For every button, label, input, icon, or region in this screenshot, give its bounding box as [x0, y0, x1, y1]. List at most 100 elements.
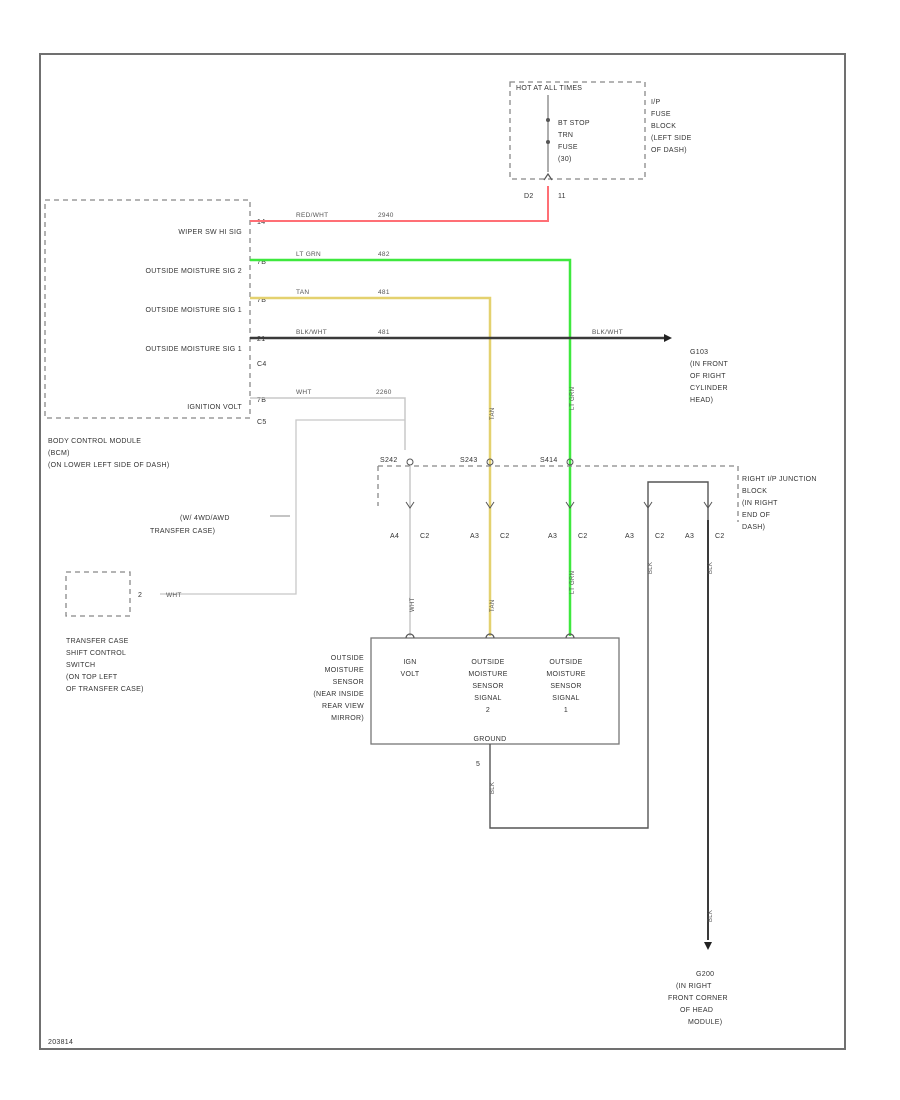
jb-pin-5: A3	[685, 533, 694, 540]
fuse-block: HOT AT ALL TIMES BT STOP TRN FUSE (30) I…	[509, 81, 692, 200]
yellow-wire	[250, 296, 492, 636]
ground-g200: G200 (IN RIGHT FRONT CORNER OF HEAD MODU…	[668, 942, 728, 1026]
sensor-terminal-1	[405, 633, 415, 639]
bcm-signal-moisture-2: OUTSIDE MOISTURE SIG 2	[146, 268, 242, 275]
splice-dot-2	[486, 458, 494, 466]
white-wire-branch	[160, 419, 405, 595]
sensor-cell-2-line-5: 2	[486, 707, 490, 714]
yellow-wire-vertical-label-low: TAN	[490, 600, 496, 612]
fuse-pin-left: D2	[524, 193, 534, 200]
yellow-wire-vertical-label: TAN	[490, 408, 496, 420]
sensor-terminal-2	[485, 633, 495, 639]
jb-terminals	[405, 501, 713, 509]
white-wire-circuit: 2260	[376, 389, 392, 396]
diagram-frame	[39, 53, 846, 1050]
sensor-cell-3-line-1: OUTSIDE	[549, 659, 582, 666]
jb-location-4: END OF	[742, 512, 770, 519]
bcm-location-2: (BCM)	[48, 450, 70, 457]
green-wire-color: LT GRN	[296, 251, 321, 258]
fuse-symbol-top	[546, 118, 550, 122]
sensor-ground-label: GROUND	[474, 736, 507, 743]
transfer-note-1: (W/ 4WD/AWD	[180, 515, 230, 522]
transfer-location-5: OF TRANSFER CASE)	[66, 686, 144, 693]
bcm-signal-moisture-1: OUTSIDE MOISTURE SIG 1	[146, 307, 242, 314]
junction-block: S242 S243 S414 RIGHT I/P JUNCTION BLOCK …	[377, 457, 816, 540]
transfer-location-2: SHIFT CONTROL	[66, 650, 126, 657]
sensor-cell-1-line-2: VOLT	[401, 671, 420, 678]
sensor-ground-wire	[489, 481, 709, 940]
bcm-pin-5: 7B	[257, 397, 266, 404]
red-wire	[250, 186, 549, 222]
transfer-case-switch: (W/ 4WD/AWD TRANSFER CASE) 2 WHT TRANSFE…	[65, 515, 290, 693]
sensor-terminal-3	[565, 633, 575, 639]
black-wire-color: BLK/WHT	[296, 329, 327, 336]
jb-pin-1: A4	[390, 533, 399, 540]
transfer-location-3: SWITCH	[66, 662, 95, 669]
green-wire-vertical-label-low: LT GRN	[570, 571, 576, 594]
fuse-symbol-bottom	[546, 140, 550, 144]
red-wire-circuit: 2940	[378, 212, 394, 219]
sensor-location-2: MOISTURE	[325, 667, 364, 674]
splice-dot-3	[566, 458, 574, 466]
ground-g103: G103 (IN FRONT OF RIGHT CYLINDER HEAD)	[664, 334, 728, 404]
fuse-block-location-2: FUSE	[651, 111, 671, 118]
bcm-signal-ignition: IGNITION VOLT	[187, 404, 242, 411]
jb-location-5: DASH)	[742, 524, 765, 531]
g200-location-4: MODULE)	[688, 1019, 722, 1026]
right-wire-bottom-label: BLK	[708, 910, 714, 922]
sensor-cell-1-line-1: IGN	[403, 659, 416, 666]
fuse-block-location-5: OF DASH)	[651, 147, 687, 154]
transfer-pin: 2	[138, 592, 142, 599]
g200-location-3: OF HEAD	[680, 1007, 713, 1014]
fuse-block-location-4: (LEFT SIDE	[651, 135, 692, 142]
sensor-cell-3-line-3: SENSOR	[550, 683, 581, 690]
transfer-wire: WHT	[166, 592, 182, 599]
black-wire-circuit: 481	[378, 329, 390, 336]
sensor-ground-wire-label: BLK	[490, 782, 496, 794]
jb-location-3: (IN RIGHT	[742, 500, 778, 507]
ground-g103-arrow	[664, 334, 672, 342]
sensor-location-4: (NEAR INSIDE	[313, 691, 364, 698]
jb-location-2: BLOCK	[742, 488, 767, 495]
green-wire	[250, 258, 572, 636]
sensor-location-5: REAR VIEW	[322, 703, 364, 710]
jb-conn-4: C2	[655, 533, 665, 540]
bcm-pin-1: 14	[257, 219, 265, 226]
g200-location-1: (IN RIGHT	[676, 983, 712, 990]
outside-moisture-sensor: IGN VOLT OUTSIDE MOISTURE SENSOR SIGNAL …	[313, 633, 620, 745]
fuse-pin-right: 11	[558, 193, 566, 200]
sensor-location-3: SENSOR	[333, 679, 364, 686]
bcm-location-3: (ON LOWER LEFT SIDE OF DASH)	[48, 462, 169, 469]
bcm-pin-4: 21	[257, 336, 265, 343]
g103-location-4: HEAD)	[690, 397, 713, 404]
fuse-label-line-4: (30)	[558, 156, 572, 163]
body-control-module: WIPER SW HI SIG OUTSIDE MOISTURE SIG 2 O…	[44, 199, 266, 469]
jb-terminal-3	[565, 501, 575, 509]
sensor-location-1: OUTSIDE	[331, 655, 364, 662]
sensor-cell-2-line-2: MOISTURE	[468, 671, 507, 678]
sensor-location-6: MIRROR)	[331, 715, 364, 722]
white-wire-color: WHT	[296, 389, 312, 396]
sensor-cell-2-line-1: OUTSIDE	[471, 659, 504, 666]
sensor-box	[370, 637, 620, 745]
black-wire-color-right: BLK/WHT	[592, 329, 623, 336]
yellow-wire-circuit: 481	[378, 289, 390, 296]
splice-s414: S414	[540, 457, 558, 464]
jb-terminal-2	[485, 501, 495, 509]
jb-pin-3: A3	[548, 533, 557, 540]
g103-id: G103	[690, 349, 708, 356]
transfer-location-4: (ON TOP LEFT	[66, 674, 118, 681]
sensor-cell-3-line-5: 1	[564, 707, 568, 714]
bcm-pin-2: 7B	[257, 259, 266, 266]
bcm-pin-3: 7B	[257, 297, 266, 304]
transfer-location-1: TRANSFER CASE	[66, 638, 129, 645]
jb-conn-2: C2	[500, 533, 510, 540]
g200-id: G200	[696, 971, 714, 978]
splice-dot-1	[406, 458, 414, 466]
sensor-cell-3-line-2: MOISTURE	[546, 671, 585, 678]
white-wire-vertical-label: WHT	[410, 597, 416, 612]
splice-s242: S242	[380, 457, 398, 464]
g103-location-2: OF RIGHT	[690, 373, 726, 380]
figure-id: 203814	[48, 1039, 73, 1046]
